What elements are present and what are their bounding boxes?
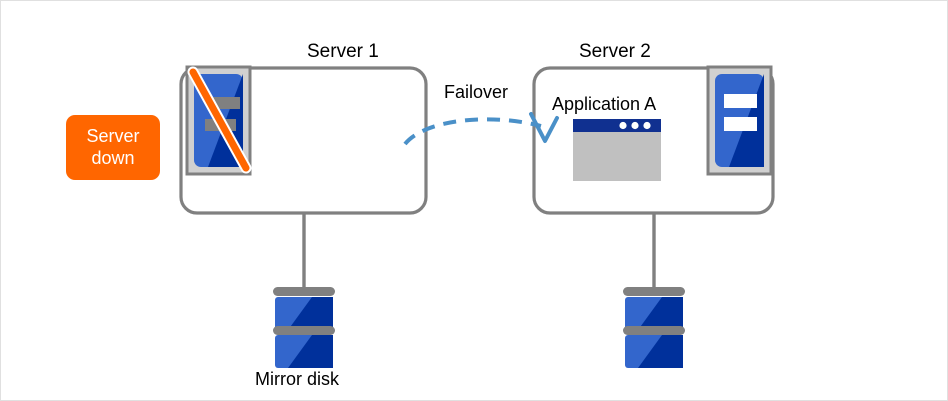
failover-label: Failover (444, 82, 509, 102)
status-badge-line2: down (91, 147, 135, 168)
failover-arrow (403, 112, 559, 146)
server2-title: Server 2 (579, 41, 651, 62)
status-badge-server-down: Server down (66, 115, 160, 180)
application-a-label: Application A (552, 94, 657, 114)
server-rack-icon (706, 65, 773, 176)
disk-stack-icon-right (623, 287, 685, 368)
status-badge-line1: Server (86, 125, 140, 146)
disk-stack-icon-left (273, 287, 335, 368)
mirror-disk-label: Mirror disk (255, 369, 339, 389)
server-rack-disabled-icon (185, 65, 252, 176)
server1-title: Server 1 (307, 41, 379, 62)
application-window-icon (573, 119, 661, 181)
